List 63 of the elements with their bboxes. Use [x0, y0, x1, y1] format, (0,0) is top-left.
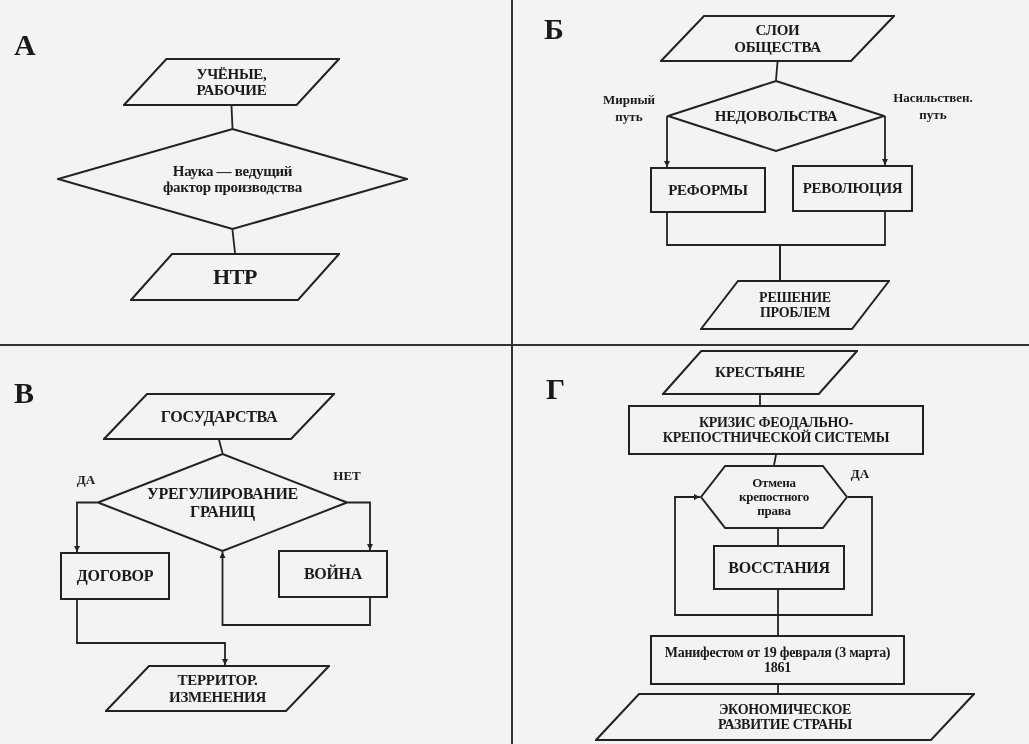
arrow	[76, 599, 228, 666]
data-parallelogram	[662, 350, 858, 395]
data-parallelogram	[595, 693, 975, 741]
node-text: УЧЁНЫЕ, РАБОЧИЕ	[195, 65, 268, 99]
node-text: НЕДОВОЛЬСТВА	[713, 107, 839, 125]
arrow	[219, 551, 371, 626]
node-text: ТЕРРИТОР. ИЗМЕНЕНИЯ	[168, 672, 267, 705]
node-text: Манифестом от 19 февраля (3 марта) 1861	[663, 644, 892, 676]
panel-letter: Б	[544, 14, 564, 44]
node-text: ГОСУДАРСТВА	[159, 407, 279, 426]
panel-letter: Г	[546, 374, 566, 404]
process-box	[713, 545, 845, 590]
connector-line	[777, 684, 779, 694]
node-text: ДОГОВОР	[75, 567, 155, 585]
process-box	[278, 550, 388, 598]
process-box	[650, 635, 905, 685]
preparation-hexagon	[700, 465, 848, 529]
arrow	[664, 115, 670, 168]
node-text: РЕФОРМЫ	[667, 181, 749, 199]
connector-line	[779, 211, 886, 281]
arrow	[674, 494, 779, 616]
edge-label: ДА	[849, 466, 871, 483]
node-text: КРЕСТЬЯНЕ	[714, 364, 806, 381]
process-box	[628, 405, 924, 455]
node-text: СЛОИ ОБЩЕСТВА	[733, 22, 822, 55]
connector-line	[777, 496, 873, 636]
connector-line	[775, 61, 779, 81]
arrow	[74, 501, 98, 553]
edge-label: НЕТ	[332, 468, 362, 485]
node-text: Наука — ведущий фактор производства	[162, 162, 303, 196]
node-text: ВОЙНА	[303, 565, 363, 583]
decision-diamond	[57, 128, 408, 230]
node-text: РЕШЕНИЕ ПРОБЛЕМ	[758, 289, 832, 321]
node-text: НТР	[212, 264, 258, 290]
data-parallelogram	[700, 280, 890, 330]
node-text: ВОССТАНИЯ	[727, 558, 831, 577]
data-parallelogram	[105, 665, 330, 712]
connector-line	[777, 528, 779, 546]
node-text: УРЕГУЛИРОВАНИЕ ГРАНИЦ	[146, 484, 299, 521]
node-text: РЕВОЛЮЦИЯ	[801, 180, 904, 197]
edge-label: Мирный путь	[601, 92, 657, 126]
panel-letter: В	[14, 378, 34, 408]
connector-line	[231, 229, 236, 254]
edge-label: ДА	[75, 472, 97, 489]
data-parallelogram	[123, 58, 340, 106]
data-parallelogram	[130, 253, 340, 301]
data-parallelogram	[660, 15, 895, 62]
connector-line	[218, 439, 224, 454]
process-box	[792, 165, 913, 212]
connector-line	[759, 394, 761, 406]
node-text: ЭКОНОМИЧЕСКОЕ РАЗВИТИЕ СТРАНЫ	[717, 701, 853, 733]
arrow	[882, 115, 888, 166]
connector-line	[230, 105, 234, 129]
arrow	[347, 501, 373, 551]
panel-letter: А	[14, 30, 36, 60]
decision-diamond	[667, 80, 885, 152]
process-box	[650, 167, 766, 213]
node-text: КРИЗИС ФЕОДАЛЬНО-КРЕПОСТНИЧЕСКОЙ СИСТЕМЫ	[661, 414, 891, 446]
node-text: Отмена крепостного права	[738, 475, 810, 519]
connector-line	[773, 454, 777, 466]
process-box	[60, 552, 170, 600]
data-parallelogram	[103, 393, 335, 440]
edge-label: Насильствен. путь	[892, 90, 974, 124]
